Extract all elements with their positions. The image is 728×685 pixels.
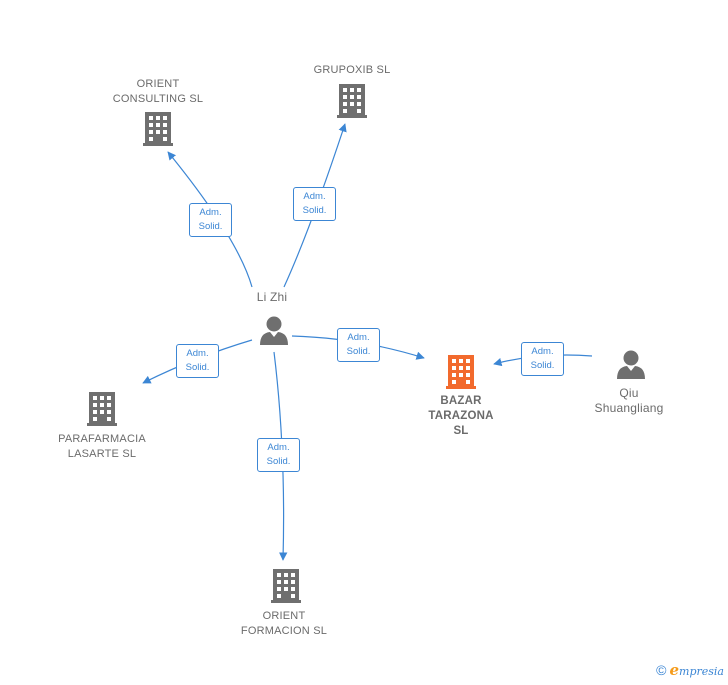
node-label: Qiu bbox=[619, 386, 639, 400]
node-label: Li Zhi bbox=[256, 290, 288, 304]
relation-role: Adm. bbox=[531, 346, 554, 357]
node-bazar-tarazona[interactable]: BAZAR TARAZONA SL bbox=[411, 394, 511, 439]
node-label: TARAZONA bbox=[428, 410, 494, 422]
building-icon-highlighted[interactable] bbox=[446, 355, 476, 389]
relation-role: Adm. bbox=[347, 332, 370, 343]
relation-label-lizhi-parafarmacia[interactable]: Adm. Solid. bbox=[176, 344, 219, 378]
node-label: PARAFARMACIA bbox=[58, 433, 146, 445]
person-icon[interactable] bbox=[617, 350, 645, 380]
node-label: LASARTE SL bbox=[67, 448, 137, 460]
node-grupoxib[interactable]: GRUPOXIB SL bbox=[292, 63, 412, 78]
building-icon[interactable] bbox=[87, 392, 117, 426]
relation-label-lizhi-orient-consulting[interactable]: Adm. Solid. bbox=[189, 203, 232, 237]
relation-type: Solid. bbox=[302, 205, 327, 216]
node-label: CONSULTING SL bbox=[112, 93, 204, 105]
node-label: BAZAR bbox=[440, 395, 482, 407]
node-label: ORIENT bbox=[262, 610, 306, 622]
relation-label-lizhi-orient-formacion[interactable]: Adm. Solid. bbox=[257, 438, 300, 472]
relation-role: Adm. bbox=[303, 191, 326, 202]
node-label: Shuangliang bbox=[594, 401, 664, 415]
node-li-zhi[interactable]: Li Zhi bbox=[232, 290, 312, 305]
relation-type: Solid. bbox=[346, 346, 371, 357]
node-label: SL bbox=[453, 425, 469, 437]
node-label: GRUPOXIB SL bbox=[313, 64, 391, 76]
node-label: FORMACION SL bbox=[240, 625, 328, 637]
relation-type: Solid. bbox=[185, 362, 210, 373]
person-icon[interactable] bbox=[260, 316, 288, 346]
relation-type: Solid. bbox=[530, 360, 555, 371]
brand-logo: empresia bbox=[669, 661, 724, 679]
relation-role: Adm. bbox=[267, 442, 290, 453]
building-icon[interactable] bbox=[337, 84, 367, 118]
footer-brand[interactable]: © empresia bbox=[656, 661, 724, 679]
node-orient-formacion[interactable]: ORIENT FORMACION SL bbox=[224, 609, 344, 639]
building-icon[interactable] bbox=[143, 112, 173, 146]
copyright-icon: © bbox=[656, 662, 667, 678]
node-parafarmacia[interactable]: PARAFARMACIA LASARTE SL bbox=[42, 432, 162, 462]
relation-type: Solid. bbox=[198, 221, 223, 232]
building-icon[interactable] bbox=[271, 569, 301, 603]
relation-role: Adm. bbox=[199, 207, 222, 218]
relation-role: Adm. bbox=[186, 348, 209, 359]
node-label: ORIENT bbox=[136, 78, 180, 90]
relation-type: Solid. bbox=[266, 456, 291, 467]
node-orient-consulting[interactable]: ORIENT CONSULTING SL bbox=[98, 77, 218, 107]
node-qiu-shuangliang[interactable]: Qiu Shuangliang bbox=[584, 386, 674, 416]
relation-label-lizhi-grupoxib[interactable]: Adm. Solid. bbox=[293, 187, 336, 221]
relation-label-qiu-bazar[interactable]: Adm. Solid. bbox=[521, 342, 564, 376]
relation-label-lizhi-bazar[interactable]: Adm. Solid. bbox=[337, 328, 380, 362]
